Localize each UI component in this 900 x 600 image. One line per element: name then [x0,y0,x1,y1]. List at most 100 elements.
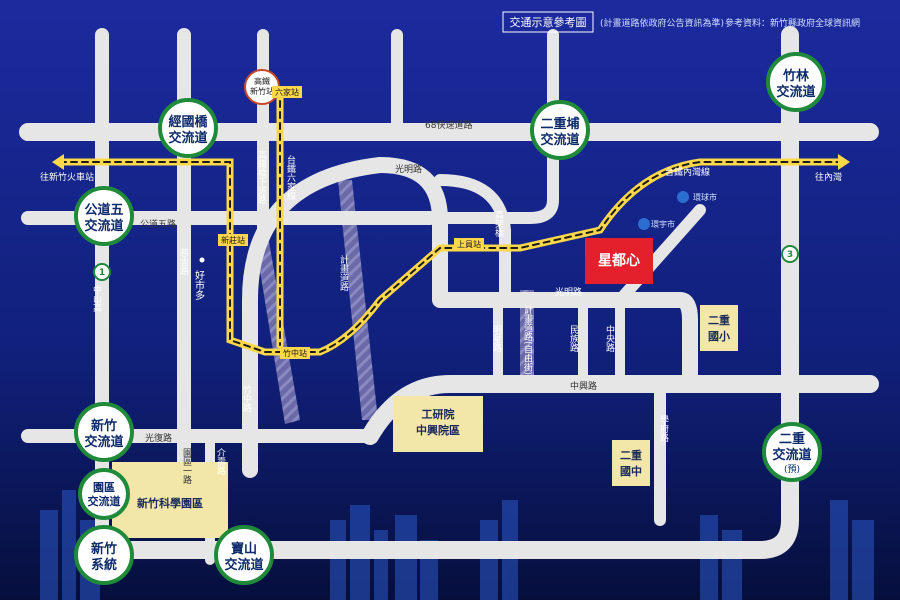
label-jihua: 計畫道路 [338,254,349,292]
label-cixiong: 慈雲路 [178,247,189,276]
ic-xitong-l1: 新竹 [91,541,117,557]
itri-l1: 工研院 [422,407,455,421]
ic-xitong-l2: 系統 [91,557,117,573]
ic-baoshan-l2: 交流道 [224,557,263,573]
ic-zhulin-l2: 交流道 [776,84,815,100]
highway1-number: 1 [99,268,105,278]
shanggong-station-badge [454,238,484,250]
label-gaojiaqiao: 高架橋 [493,209,504,238]
title-frame [502,11,594,33]
interchanges: 經國橋 交流道 二重埔 交流道 竹林 交流道 公道五 交流道 新竹 交流道 園區… [74,52,826,585]
highway1-shield-icon [93,263,111,281]
costco-marker-icon [199,257,205,263]
road-erchongpu [434,29,559,224]
ic-erchong-l3: (預) [784,464,800,475]
map-source: 參考資料：新竹縣政府全球資訊網 [725,17,860,29]
label-guangming-mid: 光明路 [555,286,582,298]
ic-erchongpu-l1: 二重埔 [540,116,579,132]
liujia-station-badge [272,86,302,98]
science-park-area [112,462,228,538]
xinzhuang-station: 新莊站 [221,235,245,245]
label-minzu: 民族路 [568,325,579,353]
erchong-jr-l2: 國中 [620,464,642,478]
label-zhongyang: 中央路 [604,324,615,353]
huanqiu-label: 環球市 [693,192,717,202]
stations: 高鐵 新竹站 六家站 新莊站 竹中站 上員站 [218,69,484,359]
xinzhuang-station-badge [218,234,248,246]
science-park-label: 新竹科學園區 [137,496,203,510]
ic-erchong-l1: 二重 [779,431,805,447]
ic-yuanqu-l2: 交流道 [88,494,121,508]
ic-erchongpu [530,100,590,160]
ic-hsinchu [74,402,134,462]
ic-gongdao5-l2: 交流道 [84,218,123,234]
poi-areas [112,238,738,538]
map-note: (計畫道路依政府公告資訊為準) [600,17,724,29]
ic-yuanqu [78,468,130,520]
star-center-label: 星都心 [598,253,640,269]
label-mingxing: 明星路 [491,325,502,353]
ic-erchongpu-l2: 交流道 [540,132,579,148]
zhuzhong-station: 竹中站 [283,348,307,358]
shanggong-station: 上員站 [457,239,481,249]
label-jihua2: 計畫道路(自由街) [522,304,533,375]
road-gaojiaqiao [434,174,511,306]
highway3-number: 3 [787,250,793,260]
huanyu-marker-icon [638,218,650,230]
ic-gongdao5 [74,186,134,246]
costco-label: 好市多 [193,270,205,301]
ic-jingguo-l2: 交流道 [168,130,207,146]
label-guangfu: 光復路 [145,432,172,444]
erchong-elem-area [700,305,738,351]
ic-zhulin-l1: 竹林 [782,68,809,84]
label-zhongxing: 中興路 [570,380,597,392]
label-gongdao5: 公道五路 [140,218,176,230]
zhuzhong-station-badge [280,347,310,359]
erchong-jr-area [612,440,650,486]
hsr-line1: 高鐵 [254,76,270,86]
ic-baoshan-l1: 寶山 [231,541,257,557]
liujia-station: 六家站 [275,87,299,97]
label-yuanqu1: 園區一路 [181,448,192,485]
label-to-neiwan: 往內灣 [815,171,842,183]
label-guangming-top: 光明路 [395,163,422,175]
huanqiu-marker-icon [677,191,689,203]
erchong-elem-l1: 二重 [708,313,730,327]
label-liujia-line: 台鐵六家線 [285,154,296,200]
ic-jingguo-l1: 經國橋 [168,114,208,130]
label-zhuzhong: 竹中路 [241,384,252,413]
label-jieshou: 介壽路 [215,448,226,476]
city-skyline [40,490,874,600]
label-to-hsinchu: 往新竹火車站 [40,171,94,183]
ic-xitong [74,525,134,585]
ic-hsinchu-l2: 交流道 [84,434,123,450]
label-68-expressway: 68快速道路 [425,119,472,131]
map-title: 交通示意參考圖 [510,15,587,29]
road-beiergao [121,26,799,559]
hsr-line2: 新竹站 [250,86,274,96]
itri-l2: 中興院區 [416,423,460,437]
label-zhongshangao: 中山高 [91,284,102,313]
ic-yuanqu-l1: 園區 [93,481,115,494]
ic-erchong [762,422,822,482]
erchong-jr-l1: 二重 [620,448,642,462]
star-center-area [585,238,653,284]
label-gaotie-xia: 高鐵橋下道路 [256,149,267,205]
huanyu-label: 環宇市 [651,219,675,229]
erchong-elem-l2: 國小 [708,329,730,343]
highway3-shield-icon [781,245,799,263]
road-ne-diagonal [614,204,706,306]
rail-lines [52,86,850,356]
ic-zhulin [766,52,826,112]
ic-jingguo [158,98,218,158]
ic-baoshan [214,525,274,585]
label-neiwan-line: 台鐵內灣線 [665,166,710,178]
itri-area [393,396,483,452]
label-xuefu: 學府路 [658,414,669,443]
road-zhongxing [361,375,879,445]
ic-gongdao5-l1: 公道五 [84,202,123,218]
ic-hsinchu-l1: 新竹 [91,418,117,434]
ic-erchong-l2: 交流道 [772,447,811,463]
